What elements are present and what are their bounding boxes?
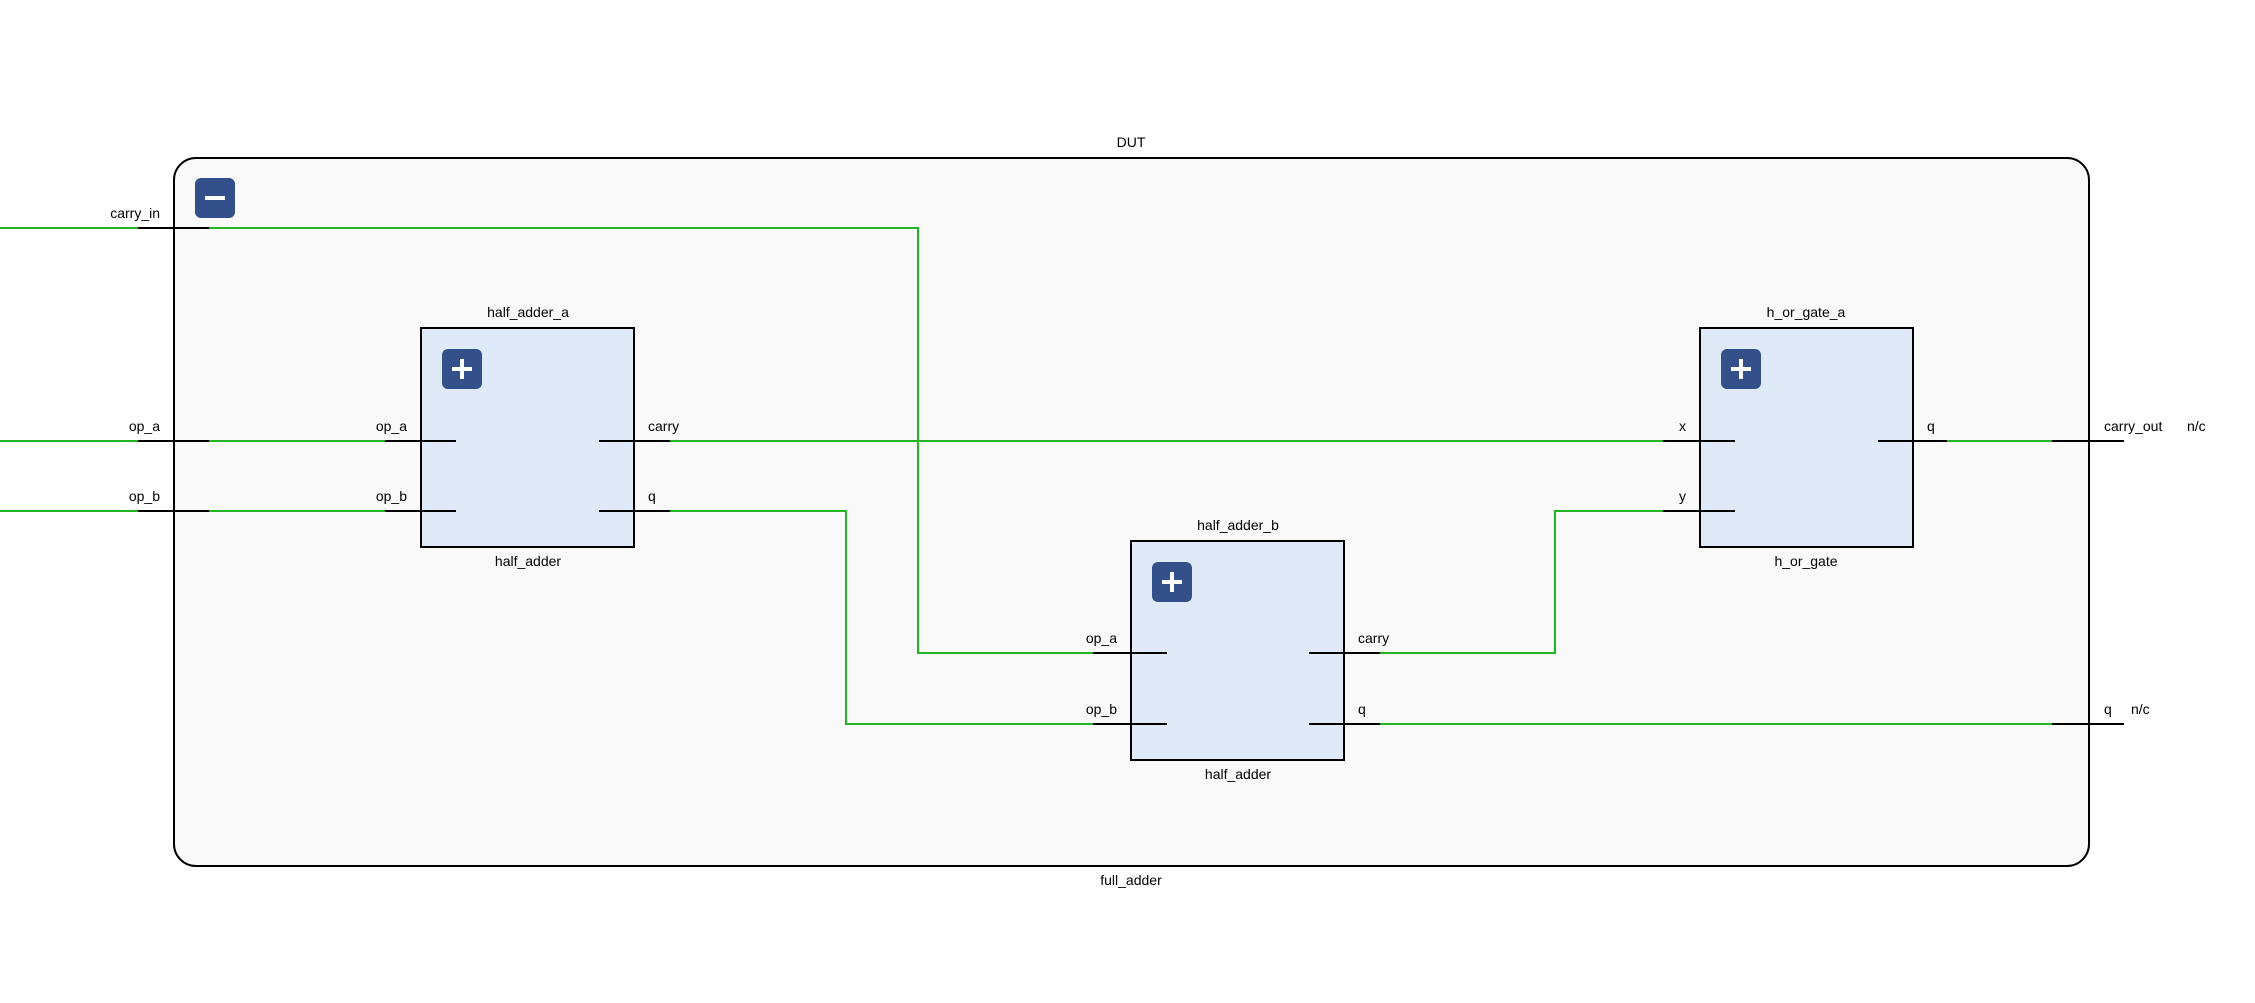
block-h-or-gate-a[interactable]: h_or_gate_a h_or_gate x y q xyxy=(1663,304,1947,569)
port-op-b-label: op_b xyxy=(129,488,160,504)
block-half-adder-a[interactable]: half_adder_a half_adder op_a op_b carry … xyxy=(376,304,679,569)
block-half-adder-a-instance: half_adder_a xyxy=(487,304,569,320)
plus-icon xyxy=(452,359,472,379)
net-ha-a-q-to-ha-b-op-b[interactable] xyxy=(670,510,1093,725)
top-module-name: full_adder xyxy=(1100,872,1162,888)
q-nc-label: n/c xyxy=(2131,701,2150,717)
port-carry-out-label: carry_out xyxy=(2104,418,2162,434)
carry-out-nc-label: n/c xyxy=(2187,418,2206,434)
pin-q[interactable]: q xyxy=(1309,701,1380,725)
block-half-adder-b-instance: half_adder_b xyxy=(1197,517,1279,533)
port-q[interactable]: q n/c xyxy=(2052,701,2150,725)
pin-q[interactable]: q xyxy=(599,488,670,512)
expand-button[interactable] xyxy=(1721,349,1761,389)
pin-carry-label: carry xyxy=(648,418,679,434)
block-h-or-gate-a-instance: h_or_gate_a xyxy=(1767,304,1846,320)
port-carry-in-label: carry_in xyxy=(110,205,160,221)
pin-op-b[interactable]: op_b xyxy=(1086,701,1167,725)
pin-op-b-label: op_b xyxy=(1086,701,1117,717)
top-module[interactable]: DUT full_adder xyxy=(173,134,2090,888)
pin-q[interactable]: q xyxy=(1878,418,1947,442)
top-instance-name: DUT xyxy=(1117,134,1146,150)
port-op-b[interactable]: op_b xyxy=(129,488,209,512)
expand-button[interactable] xyxy=(1152,562,1192,602)
block-h-or-gate-a-module: h_or_gate xyxy=(1774,553,1837,569)
pin-carry-label: carry xyxy=(1358,630,1389,646)
net-ha-b-carry-to-or-y[interactable] xyxy=(1380,510,1663,654)
pin-op-a-label: op_a xyxy=(1086,630,1117,646)
top-ports: carry_in op_a op_b carry_out n/c q n/c xyxy=(110,205,2206,725)
block-half-adder-b[interactable]: half_adder_b half_adder op_a op_b carry … xyxy=(1086,517,1389,782)
pin-op-a-label: op_a xyxy=(376,418,407,434)
port-op-a-label: op_a xyxy=(129,418,160,434)
pin-op-a[interactable]: op_a xyxy=(376,418,456,442)
nets xyxy=(0,227,2052,725)
expand-button[interactable] xyxy=(442,349,482,389)
port-carry-out[interactable]: carry_out n/c xyxy=(2052,418,2206,442)
block-half-adder-a-module: half_adder xyxy=(495,553,562,569)
pin-x[interactable]: x xyxy=(1663,418,1735,442)
block-half-adder-b-module: half_adder xyxy=(1205,766,1272,782)
port-carry-in[interactable]: carry_in xyxy=(110,205,209,229)
plus-icon xyxy=(1731,359,1751,379)
pin-q-label: q xyxy=(1927,418,1935,434)
collapse-button[interactable] xyxy=(195,178,235,218)
port-op-a[interactable]: op_a xyxy=(129,418,209,442)
plus-icon xyxy=(1162,572,1182,592)
pin-carry[interactable]: carry xyxy=(599,418,679,442)
pin-op-a[interactable]: op_a xyxy=(1086,630,1167,654)
pin-x-label: x xyxy=(1679,418,1686,434)
pin-carry[interactable]: carry xyxy=(1309,630,1389,654)
pin-y[interactable]: y xyxy=(1663,488,1735,512)
pin-q-label: q xyxy=(1358,701,1366,717)
port-q-label: q xyxy=(2104,701,2112,717)
pin-op-b-label: op_b xyxy=(376,488,407,504)
pin-y-label: y xyxy=(1679,488,1686,504)
pin-op-b[interactable]: op_b xyxy=(376,488,456,512)
pin-q-label: q xyxy=(648,488,656,504)
